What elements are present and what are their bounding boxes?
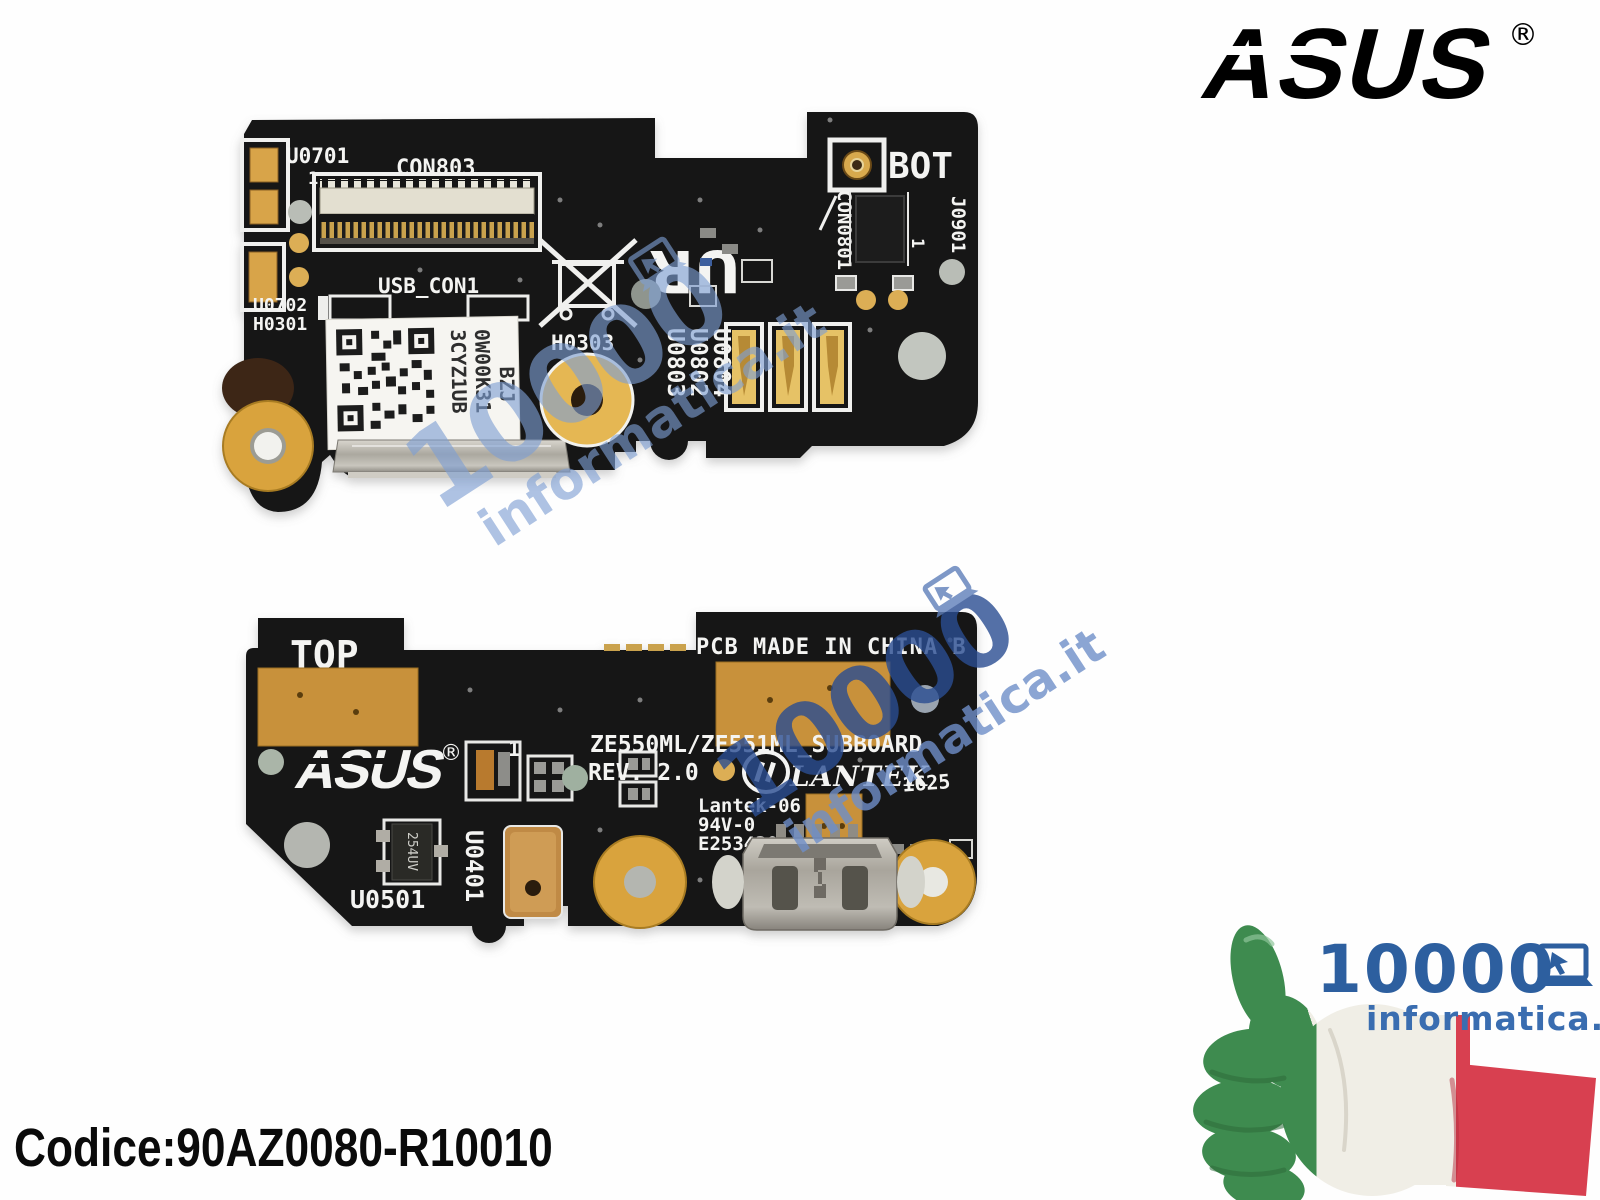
date-code: 1625 — [901, 769, 951, 796]
silk-label-u0802: U0802 — [685, 328, 711, 397]
solder-blob — [897, 856, 925, 908]
usb-connector-shell — [332, 439, 571, 478]
ffc-connector — [312, 172, 542, 252]
mounting-hole — [258, 749, 284, 775]
vias — [417, 117, 873, 363]
weee-icon — [538, 238, 638, 328]
sticker-serial-2: 0W00K31 — [470, 329, 495, 414]
gold-via — [856, 290, 876, 310]
asus-silkscreen-logo: ASUS — [290, 738, 451, 800]
spring-contacts — [724, 322, 852, 412]
silk-label-lantek06: Lantek-06 — [698, 795, 801, 817]
silk-label-con803: CON803 — [396, 156, 475, 181]
lantek-logo: LANTEK — [742, 750, 930, 794]
silk-label-u0702: U0702 — [253, 295, 307, 316]
solder-blob — [712, 855, 744, 909]
silk-label-u0803: U0803 — [662, 328, 688, 397]
silk-label-pin1-j: 1 — [907, 238, 927, 248]
gold-donut-pad — [593, 835, 687, 929]
silk-label-94v0: 94V-0 — [698, 814, 755, 836]
silk-label-bot: BOT — [888, 146, 953, 187]
gold-donut-pad — [222, 400, 314, 492]
mounting-hole — [631, 279, 661, 309]
silk-label-rev: REV. 2.0 — [588, 760, 699, 786]
transistor: 254UV — [376, 818, 448, 886]
mounting-hole — [911, 685, 939, 713]
copper-pad — [715, 661, 891, 747]
gold-via — [713, 759, 735, 781]
laptop-icon — [628, 236, 687, 292]
svg-text:Codice:90AZ0080-R10010: Codice:90AZ0080-R10010 — [14, 1118, 553, 1178]
smd-components — [464, 740, 658, 808]
mounting-hole — [939, 259, 965, 285]
silk-line — [318, 296, 328, 320]
laptop-icon — [922, 565, 979, 619]
silk-label-h0301: H0301 — [253, 314, 307, 335]
silk-label-j0901: J0901 — [947, 196, 969, 253]
brand-domain: informatica.it — [1366, 999, 1600, 1038]
silk-label-u0804: U0804 — [708, 328, 734, 397]
asus-logo-slash — [1206, 46, 1359, 55]
qr-code — [336, 327, 435, 432]
mounting-hole — [562, 765, 588, 791]
silk-label-usb-con1: USB_CON1 — [378, 274, 479, 298]
usb-pins — [776, 824, 858, 840]
asus-registered-mark: ® — [1508, 18, 1538, 53]
asus-silk-registered: ® — [440, 741, 462, 766]
gold-via — [888, 290, 908, 310]
sticker-serial-1: 3CYZ1UB — [446, 329, 471, 414]
hand-shading — [1203, 934, 1460, 1183]
mounting-hole — [284, 822, 330, 868]
silk-label-made-in: PCB MADE IN CHINA B — [696, 635, 967, 660]
laptop-icon — [1533, 943, 1593, 986]
board-top-view: TOP ASUS ® 1 254UV — [246, 612, 977, 943]
ic-chip — [849, 192, 909, 266]
asus-logo: ASUS — [1193, 7, 1507, 119]
silk-label-h0303: H0303 — [551, 331, 614, 355]
vias — [417, 637, 953, 883]
silk-label-con0801: CON0801 — [833, 190, 855, 270]
silk-label-u0501: U0501 — [350, 885, 425, 914]
transistor-marking: 254UV — [404, 832, 419, 871]
microphone — [503, 825, 563, 919]
smd-components — [689, 228, 914, 307]
brand-number: 10000 — [1316, 931, 1556, 1008]
silk-label-u0701: U0701 — [286, 144, 349, 168]
silk-label-u0401: U0401 — [460, 830, 488, 902]
qr-sticker: 3CYZ1UB 0W00K31 BZJ — [325, 315, 521, 451]
edge-pads — [240, 138, 312, 312]
sticker-serial-3: BZJ — [495, 366, 520, 403]
codice-text: Codice:90AZ0080-R10010 — [14, 1118, 553, 1178]
svg-text:ASUS: ASUS — [290, 738, 451, 800]
antenna-connector — [818, 137, 887, 231]
board-bot-view: U0701 1 CON803 USB_CON1 U0702 H0301 — [222, 112, 978, 512]
edge-fingers — [604, 644, 686, 651]
gold-donut-pad — [539, 352, 635, 448]
thumbs-up-hand — [1193, 925, 1596, 1200]
copper-pad — [257, 667, 419, 747]
mounting-hole — [898, 332, 946, 380]
lantek-wordmark: LANTEK — [789, 760, 930, 793]
micro-usb-connector — [712, 824, 925, 931]
mounting-hole — [288, 200, 312, 224]
asus-logo-text: ASUS — [1193, 7, 1507, 119]
